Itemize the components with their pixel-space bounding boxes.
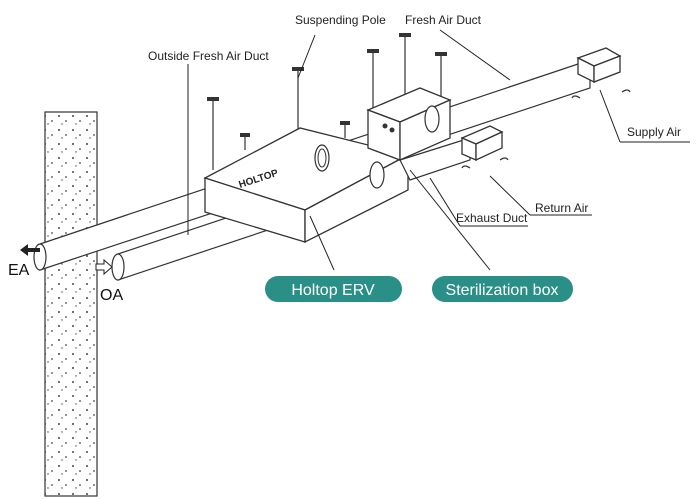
exhaust-duct (399, 137, 471, 181)
erv-unit: HOLTOP (203, 127, 410, 244)
supply-air-diffuser (571, 47, 631, 99)
wall (44, 111, 98, 497)
label-ea: EA (8, 262, 30, 279)
label-exhaust-duct: Exhaust Duct (456, 211, 528, 225)
label-outside-fresh-air-duct: Outside Fresh Air Duct (148, 49, 269, 63)
label-fresh-air-duct: Fresh Air Duct (405, 13, 482, 27)
oa-arrow-icon (95, 258, 113, 276)
label-suspending-pole: Suspending Pole (295, 13, 386, 27)
suspending-poles (207, 33, 447, 170)
pill-sterilization-box: Sterilization box (432, 276, 573, 302)
return-air-diffuser (460, 125, 509, 169)
pill-sterilization-box-text: Sterilization box (446, 282, 559, 299)
ea-arrow-icon (20, 244, 40, 256)
label-supply-air: Supply Air (627, 125, 681, 139)
leader-lines (187, 29, 690, 271)
label-oa: OA (100, 287, 123, 304)
pill-holtop-erv-text: Holtop ERV (291, 282, 375, 299)
pill-holtop-erv: Holtop ERV (265, 276, 402, 302)
label-return-air: Return Air (535, 201, 588, 215)
sterilization-box (366, 87, 452, 161)
